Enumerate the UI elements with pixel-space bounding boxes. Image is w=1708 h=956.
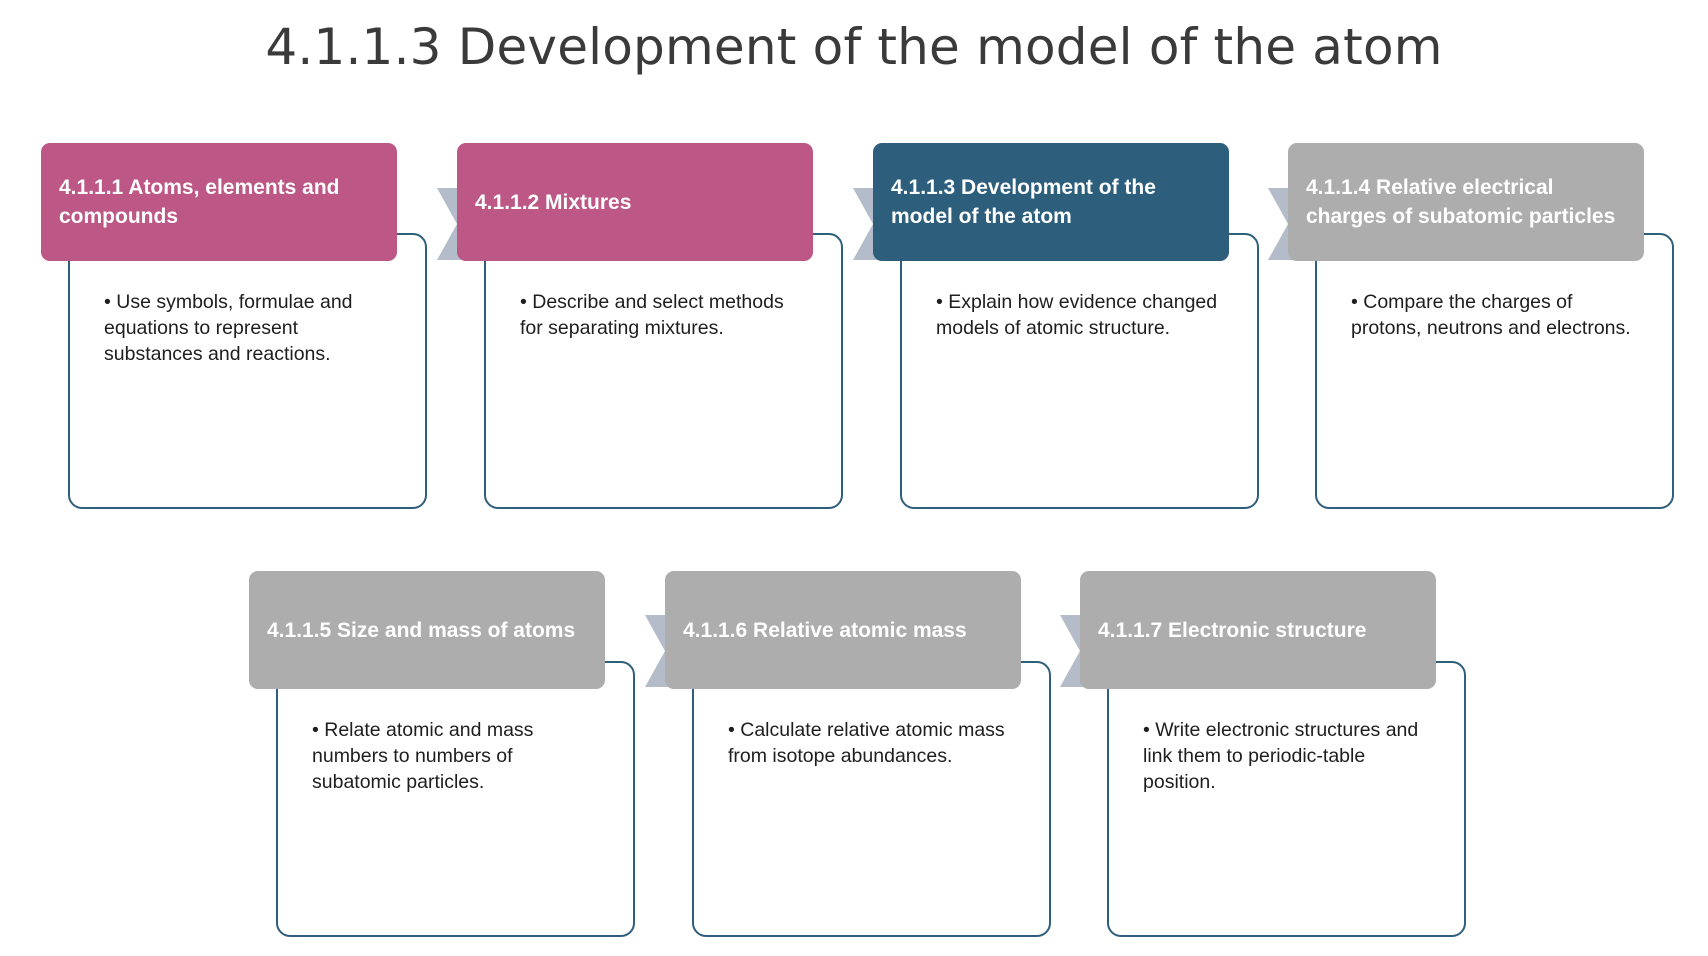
- step-bullet: • Describe and select methods for separa…: [520, 291, 784, 339]
- step-header: 4.1.1.5 Size and mass of atoms: [249, 571, 605, 689]
- step-development-of-model: • Explain how evidence changed models of…: [873, 143, 1265, 511]
- step-bullet: • Use symbols, formulae and equations to…: [104, 291, 353, 365]
- step-size-and-mass: • Relate atomic and mass numbers to numb…: [249, 571, 641, 939]
- step-content-box: • Compare the charges of protons, neutro…: [1315, 233, 1674, 509]
- step-content-box: • Use symbols, formulae and equations to…: [68, 233, 427, 509]
- step-content-box: • Describe and select methods for separa…: [484, 233, 843, 509]
- step-mixtures: • Describe and select methods for separa…: [457, 143, 849, 511]
- step-header: 4.1.1.1 Atoms, elements and compounds: [41, 143, 397, 261]
- step-content-box: • Relate atomic and mass numbers to numb…: [276, 661, 635, 937]
- step-content-box: • Write electronic structures and link t…: [1107, 661, 1466, 937]
- step-bullet: • Write electronic structures and link t…: [1143, 719, 1419, 793]
- step-header: 4.1.1.6 Relative atomic mass: [665, 571, 1021, 689]
- step-atoms-elements-compounds: • Use symbols, formulae and equations to…: [41, 143, 433, 511]
- step-bullet: • Relate atomic and mass numbers to numb…: [312, 719, 534, 793]
- step-heading: 4.1.1.1 Atoms, elements and compounds: [59, 176, 340, 228]
- step-electronic-structure: • Write electronic structures and link t…: [1080, 571, 1472, 939]
- step-bullet: • Compare the charges of protons, neutro…: [1351, 291, 1631, 339]
- step-heading: 4.1.1.5 Size and mass of atoms: [267, 618, 576, 642]
- step-relative-atomic-mass: • Calculate relative atomic mass from is…: [665, 571, 1057, 939]
- step-heading: 4.1.1.7 Electronic structure: [1098, 618, 1367, 642]
- step-heading: 4.1.1.6 Relative atomic mass: [683, 618, 967, 642]
- step-bullet: • Calculate relative atomic mass from is…: [728, 719, 1005, 767]
- step-bullet: • Explain how evidence changed models of…: [936, 291, 1218, 339]
- step-header: 4.1.1.2 Mixtures: [457, 143, 813, 261]
- step-header: 4.1.1.4 Relative electrical charges of s…: [1288, 143, 1644, 261]
- page-title: 4.1.1.3 Development of the model of the …: [265, 18, 1443, 76]
- step-header: 4.1.1.7 Electronic structure: [1080, 571, 1436, 689]
- step-heading: 4.1.1.2 Mixtures: [475, 190, 632, 214]
- step-heading: 4.1.1.4 Relative electrical charges of s…: [1306, 176, 1616, 228]
- step-header-current: 4.1.1.3 Development of the model of the …: [873, 143, 1229, 261]
- step-content-box: • Calculate relative atomic mass from is…: [692, 661, 1051, 937]
- step-content-box: • Explain how evidence changed models of…: [900, 233, 1259, 509]
- step-heading: 4.1.1.3 Development of the model of the …: [891, 176, 1156, 228]
- step-relative-electrical-charges: • Compare the charges of protons, neutro…: [1288, 143, 1680, 511]
